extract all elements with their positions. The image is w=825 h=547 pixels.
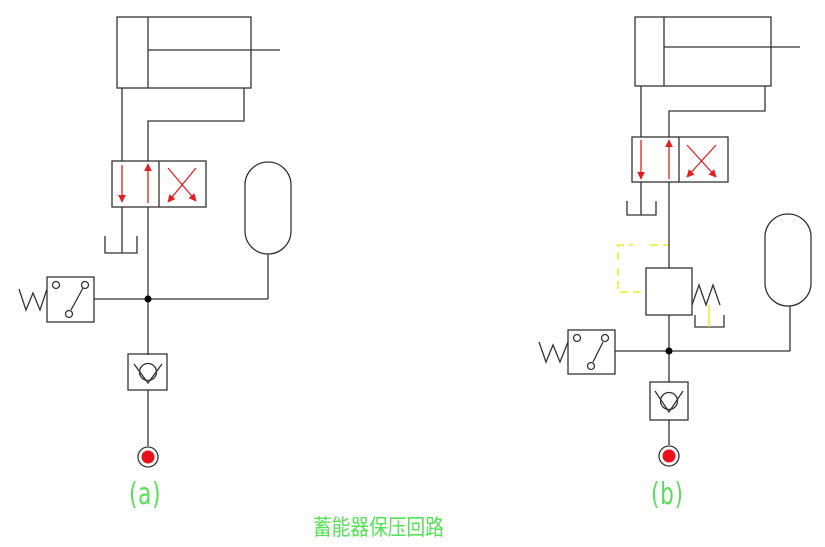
tank-b xyxy=(626,182,657,216)
tank-a xyxy=(104,207,138,254)
circuit-b-label: (b) xyxy=(651,477,684,512)
check-valve-a xyxy=(127,353,168,391)
pump-b xyxy=(658,445,680,467)
pump-a xyxy=(137,446,159,468)
directional-valve-a xyxy=(111,160,207,208)
pressure-switch-a xyxy=(18,276,95,323)
pressure-line-b xyxy=(615,182,791,445)
circuit-b xyxy=(538,16,812,467)
circuit-a-label: (a) xyxy=(129,477,162,512)
pressure-switch-b xyxy=(538,329,616,375)
diagram-caption: 蓄能器保压回路 xyxy=(313,516,444,541)
cylinder-a xyxy=(116,16,280,89)
accumulator-b xyxy=(764,213,812,307)
pressure-valve-b xyxy=(617,244,725,328)
pressure-line-a xyxy=(94,207,269,446)
cylinder-pipes-a xyxy=(121,88,245,161)
check-valve-b xyxy=(649,381,689,421)
accumulator-a xyxy=(244,161,292,255)
cylinder-b xyxy=(634,16,800,87)
directional-valve-b xyxy=(631,136,729,183)
cylinder-pipes-b xyxy=(640,86,766,137)
circuit-a xyxy=(18,16,292,468)
